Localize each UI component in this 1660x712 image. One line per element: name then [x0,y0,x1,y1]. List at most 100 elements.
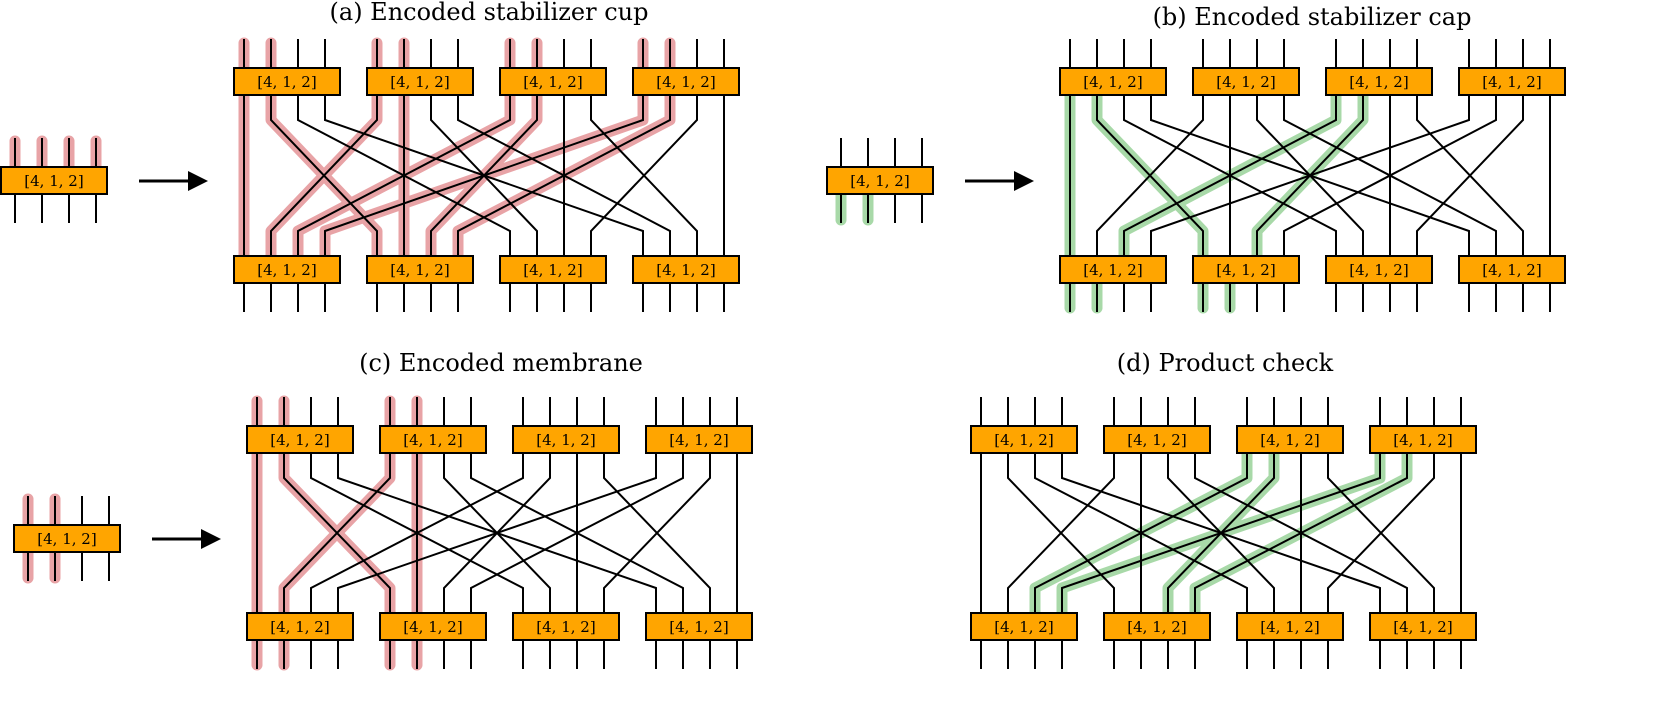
wire [270,95,378,256]
top-code-box: [4, 1, 2] [1192,67,1300,96]
code-box-label: [4, 1, 2] [1349,73,1408,91]
wire [324,95,644,256]
code-box-label: [4, 1, 2] [257,73,316,91]
bottom-code-box: [4, 1, 2] [632,255,740,284]
code-box [499,255,607,284]
top-code-box: [4, 1, 2] [233,67,341,96]
panel-title: (b) Encoded stabilizer cap [1153,3,1472,31]
wire [603,453,711,613]
code-box-label: [4, 1, 2] [994,431,1053,449]
code-box-label: [4, 1, 2] [270,618,329,636]
code-box-label: [4, 1, 2] [656,73,715,91]
top-code-box: [4, 1, 2] [970,425,1078,454]
code-box [1325,255,1433,284]
code-box-label: [4, 1, 2] [1216,261,1275,279]
top-code-box: [4, 1, 2] [379,425,487,454]
bottom-code-box: [4, 1, 2] [1059,255,1167,284]
code-box [1192,67,1300,96]
wire-network [1069,39,1551,312]
wire [1416,95,1524,256]
code-box [366,67,474,96]
code-box-label: [4, 1, 2] [1083,261,1142,279]
bottom-code-box: [4, 1, 2] [499,255,607,284]
code-box [970,612,1078,641]
top-code-box: [4, 1, 2] [499,67,607,96]
top-code-box: [4, 1, 2] [645,425,753,454]
code-box [1325,67,1433,96]
code-box-label: [4, 1, 2] [536,431,595,449]
wire [470,453,684,613]
wire [1096,95,1204,256]
code-box-label: [4, 1, 2] [403,431,462,449]
wire [1327,453,1435,613]
top-code-box: [4, 1, 2] [1369,425,1477,454]
code-box [512,425,620,454]
code-box-label: [4, 1, 2] [270,431,329,449]
top-code-box: [4, 1, 2] [1103,425,1211,454]
wire [1150,95,1470,256]
top-code-box: [4, 1, 2] [246,425,354,454]
code-box [645,425,753,454]
panel-title: (c) Encoded membrane [359,349,643,377]
bottom-code-box: [4, 1, 2] [1192,255,1300,284]
single-code-box: [4, 1, 2] [826,138,934,226]
code-box [1236,425,1344,454]
panel-d: (d) Product check [4, 1, 2] [4, 1, 2] [4, 1… [970,349,1477,669]
code-box-label: [4, 1, 2] [523,261,582,279]
code-box-label: [4, 1, 2] [850,172,909,190]
code-box-label: [4, 1, 2] [1083,73,1142,91]
bottom-code-box: [4, 1, 2] [1369,612,1477,641]
bottom-code-box: [4, 1, 2] [1236,612,1344,641]
code-box-label: [4, 1, 2] [1349,261,1408,279]
single-code-box: [4, 1, 2] [0,135,108,223]
top-code-box: [4, 1, 2] [632,67,740,96]
bottom-code-box: [4, 1, 2] [1458,255,1566,284]
code-box [379,612,487,641]
code-box [246,612,354,641]
code-box-label: [4, 1, 2] [1482,261,1541,279]
single-code-box: [4, 1, 2] [13,493,121,584]
wire [1007,453,1115,613]
top-code-box: [4, 1, 2] [1059,67,1167,96]
code-box-label: [4, 1, 2] [1482,73,1541,91]
code-box-label: [4, 1, 2] [1393,618,1452,636]
code-box [645,612,753,641]
panel-title: (d) Product check [1117,349,1334,377]
code-box-label: [4, 1, 2] [669,618,728,636]
wire [457,95,671,256]
bottom-code-box: [4, 1, 2] [233,255,341,284]
bottom-code-box: [4, 1, 2] [1325,255,1433,284]
wire [310,453,524,613]
code-box [970,425,1078,454]
wire-network [256,397,738,669]
wire [297,95,511,256]
code-box-label: [4, 1, 2] [1127,618,1186,636]
wire [1123,95,1337,256]
wire [1283,95,1497,256]
bottom-code-box: [4, 1, 2] [512,612,620,641]
code-box-label: [4, 1, 2] [390,73,449,91]
code-box-label: [4, 1, 2] [536,618,595,636]
code-box-label: [4, 1, 2] [656,261,715,279]
wire [337,453,657,613]
arrow-icon [152,529,221,549]
panel-b: (b) Encoded stabilizer cap [4, 1, 2] [4, 1… [826,3,1566,314]
bottom-code-box: [4, 1, 2] [246,612,354,641]
code-box [499,67,607,96]
code-box-label: [4, 1, 2] [1216,73,1275,91]
code-box [1236,612,1344,641]
wire [1034,453,1248,613]
code-box-label: [4, 1, 2] [37,530,96,548]
code-box [1192,255,1300,284]
top-code-box: [4, 1, 2] [512,425,620,454]
wire [1061,453,1381,613]
code-box [1059,255,1167,284]
bottom-code-box: [4, 1, 2] [366,255,474,284]
code-box [826,166,934,195]
wire-network [980,397,1462,669]
code-box [632,255,740,284]
code-box-label: [4, 1, 2] [403,618,462,636]
arrow-icon [139,171,208,191]
code-box [632,67,740,96]
